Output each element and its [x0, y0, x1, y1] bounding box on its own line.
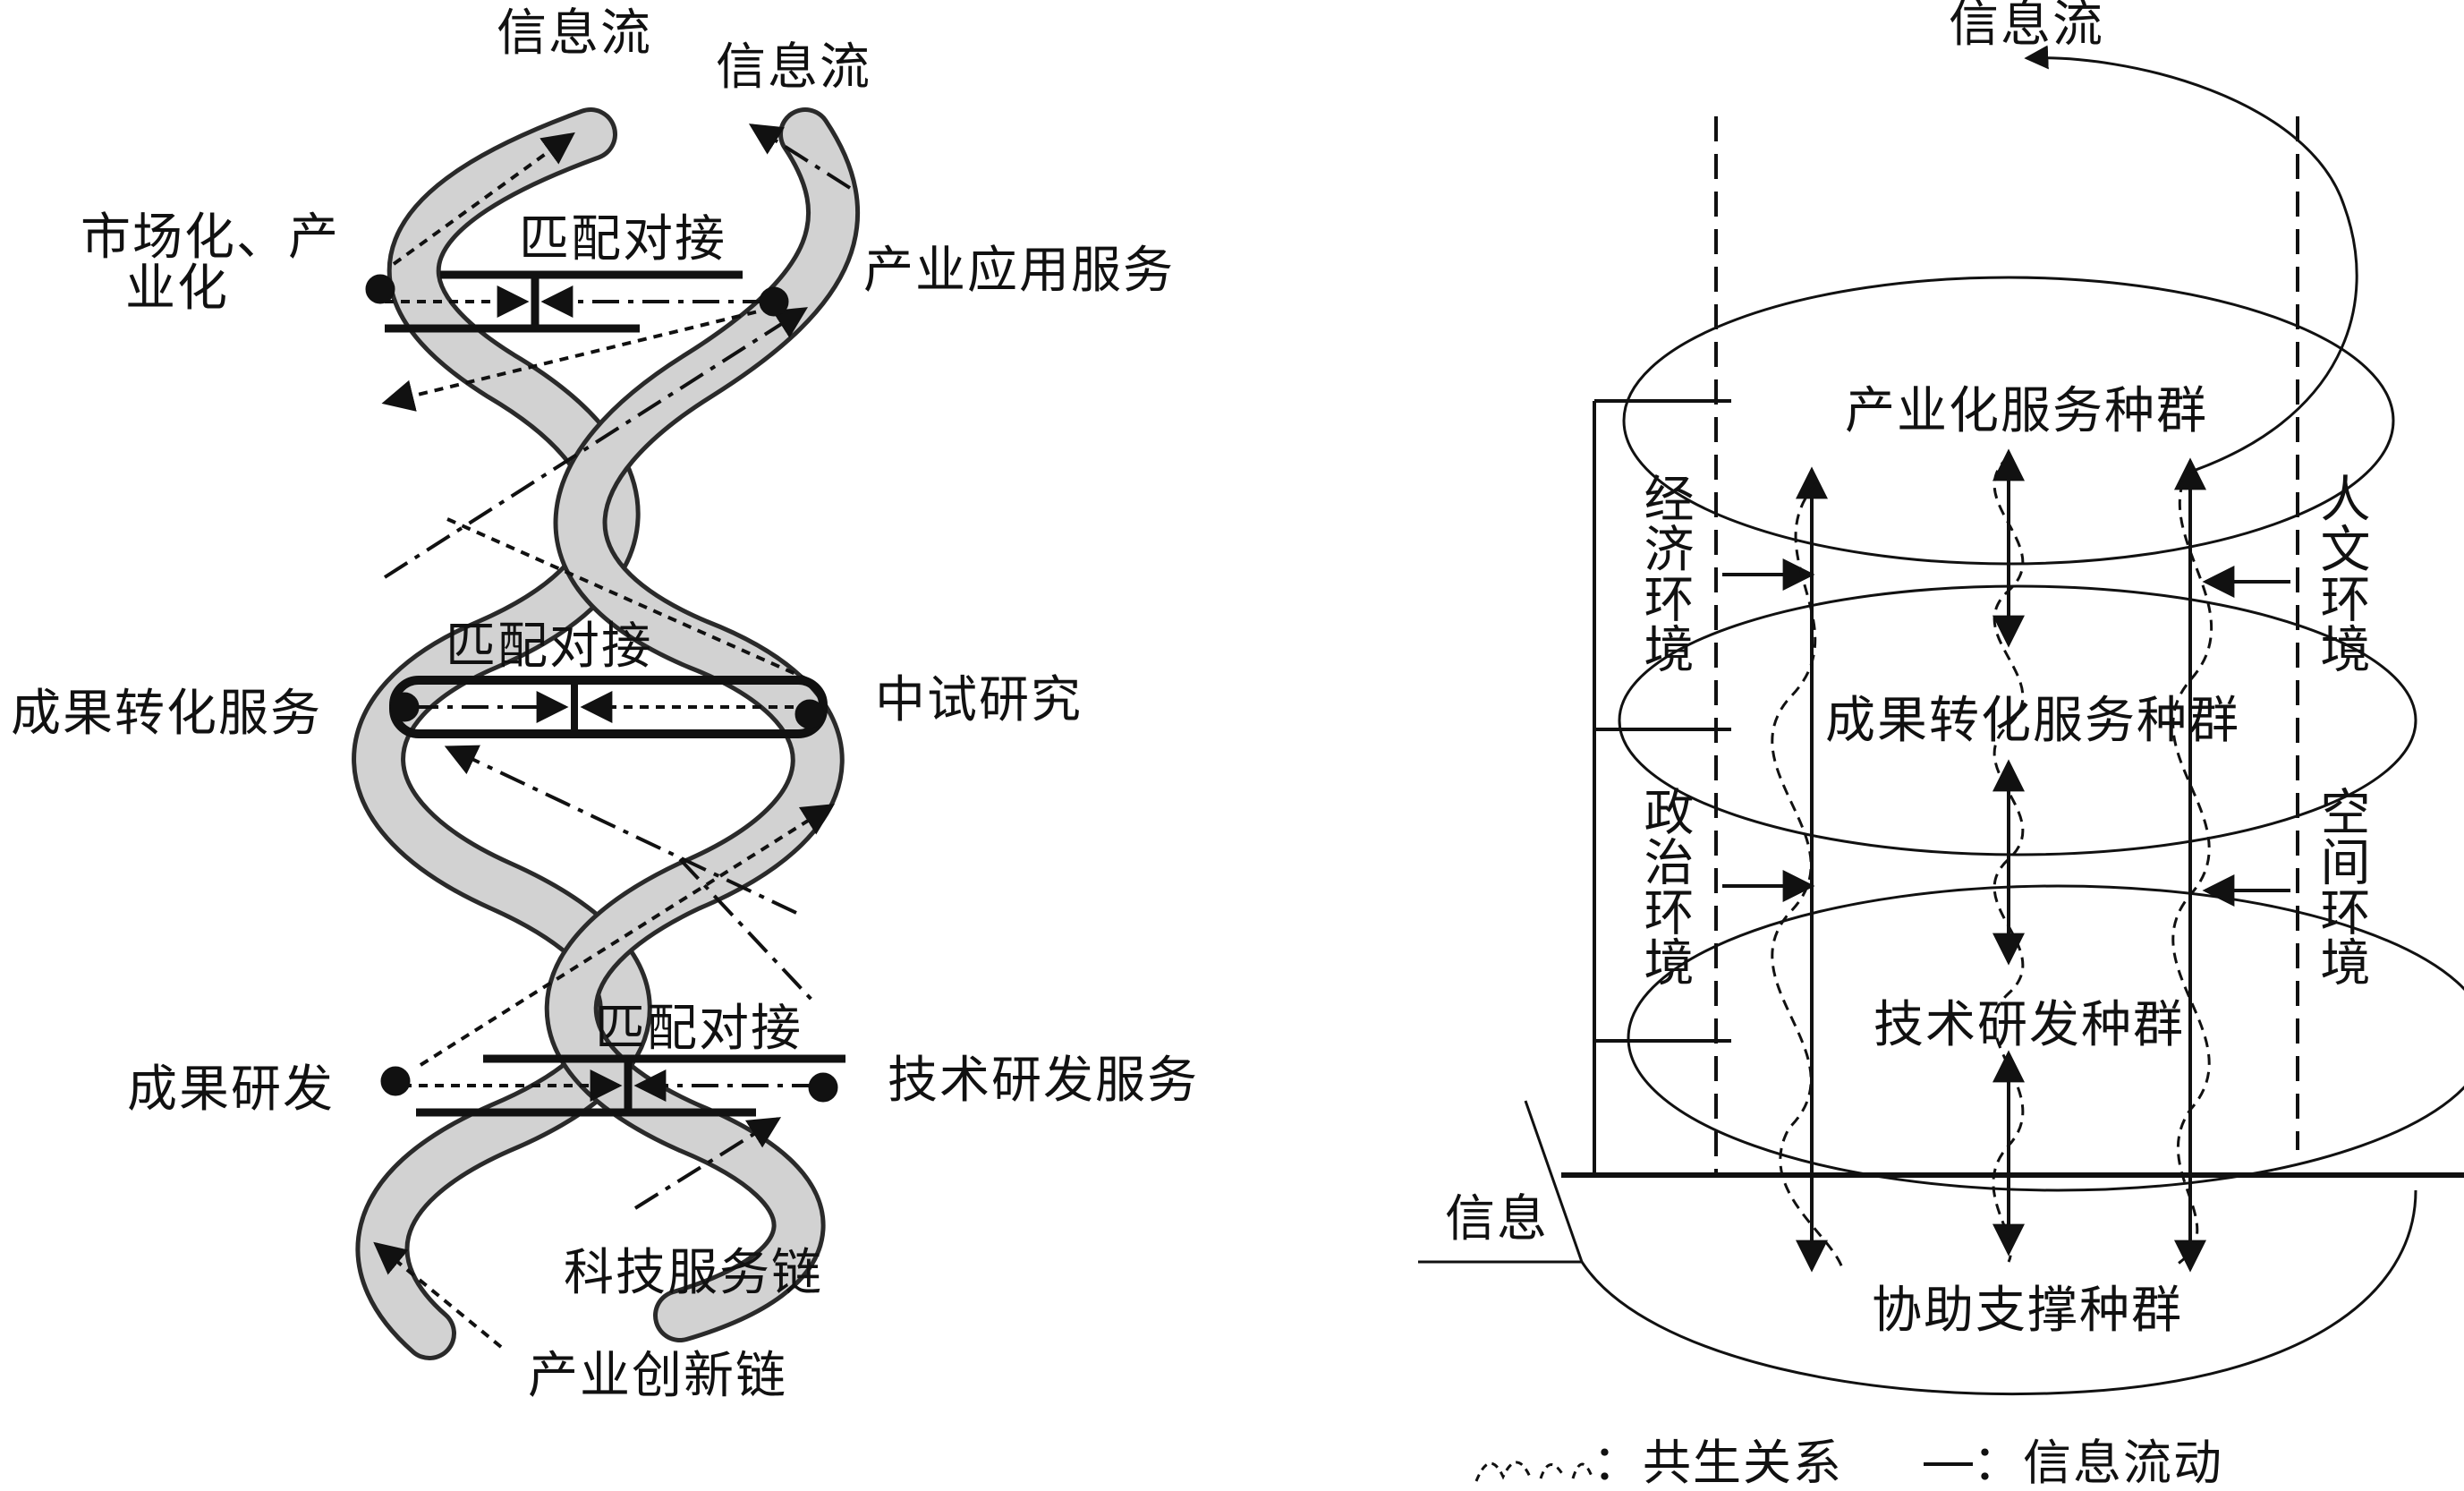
ellipse-tech-rd [1627, 884, 2464, 1192]
double-helix [352, 107, 861, 1360]
ecosystem-diagram [1418, 45, 2464, 1482]
env-economic-label: 经济环境 [1636, 473, 1694, 673]
node-transfer-label: 成果转化服务 [11, 685, 322, 743]
node-tech-rd-label: 技术研发服务 [888, 1052, 1199, 1110]
node-market-label-line1: 市场化、产 [81, 209, 340, 267]
info-flow-label-a: 信息流 [497, 4, 652, 63]
node-industry-app-label: 产业应用服务 [863, 242, 1175, 300]
chain-industry-label: 产业创新链 [528, 1347, 787, 1405]
population-transfer-label: 成果转化服务种群 [1825, 692, 2240, 750]
population-tech-rd-label: 技术研发种群 [1873, 996, 2185, 1054]
node-rd-result-label: 成果研发 [127, 1061, 335, 1119]
env-spatial-label: 空间环境 [2312, 786, 2370, 986]
env-political-label: 政治环境 [1636, 786, 1694, 986]
symbiosis-curves [1771, 455, 2213, 1272]
info-label: 信息 [1445, 1190, 1549, 1248]
match-connector-middle [389, 676, 828, 738]
match-label-middle: 匹配对接 [446, 618, 653, 676]
chain-sci-tech-label: 科技服务链 [564, 1244, 823, 1302]
match-label-bottom: 匹配对接 [595, 1000, 803, 1058]
right-info-flow-label: 信息流 [1949, 0, 2104, 54]
helix-strand-b [544, 107, 861, 1342]
match-label-top: 匹配对接 [519, 210, 726, 268]
population-industrial-label: 产业化服务种群 [1845, 382, 2208, 440]
legend-symbiosis-label: ：共生关系 [1593, 1435, 1843, 1491]
ellipse-support [1580, 1189, 2417, 1396]
node-market-label-line2: 业化 [125, 260, 229, 318]
env-humanistic-label: 人文环境 [2312, 473, 2370, 673]
info-flow-label-b: 信息流 [716, 38, 871, 97]
helix-flow-lines [373, 124, 852, 1349]
node-pilot-label: 中试研究 [875, 671, 1083, 729]
match-connector-bottom [380, 1054, 845, 1117]
helix-strand-a [352, 107, 652, 1360]
legend-flow-label: ：信息流动 [1973, 1435, 2223, 1491]
match-connector-top [365, 270, 789, 333]
population-support-label: 协助支撑种群 [1872, 1282, 2183, 1340]
